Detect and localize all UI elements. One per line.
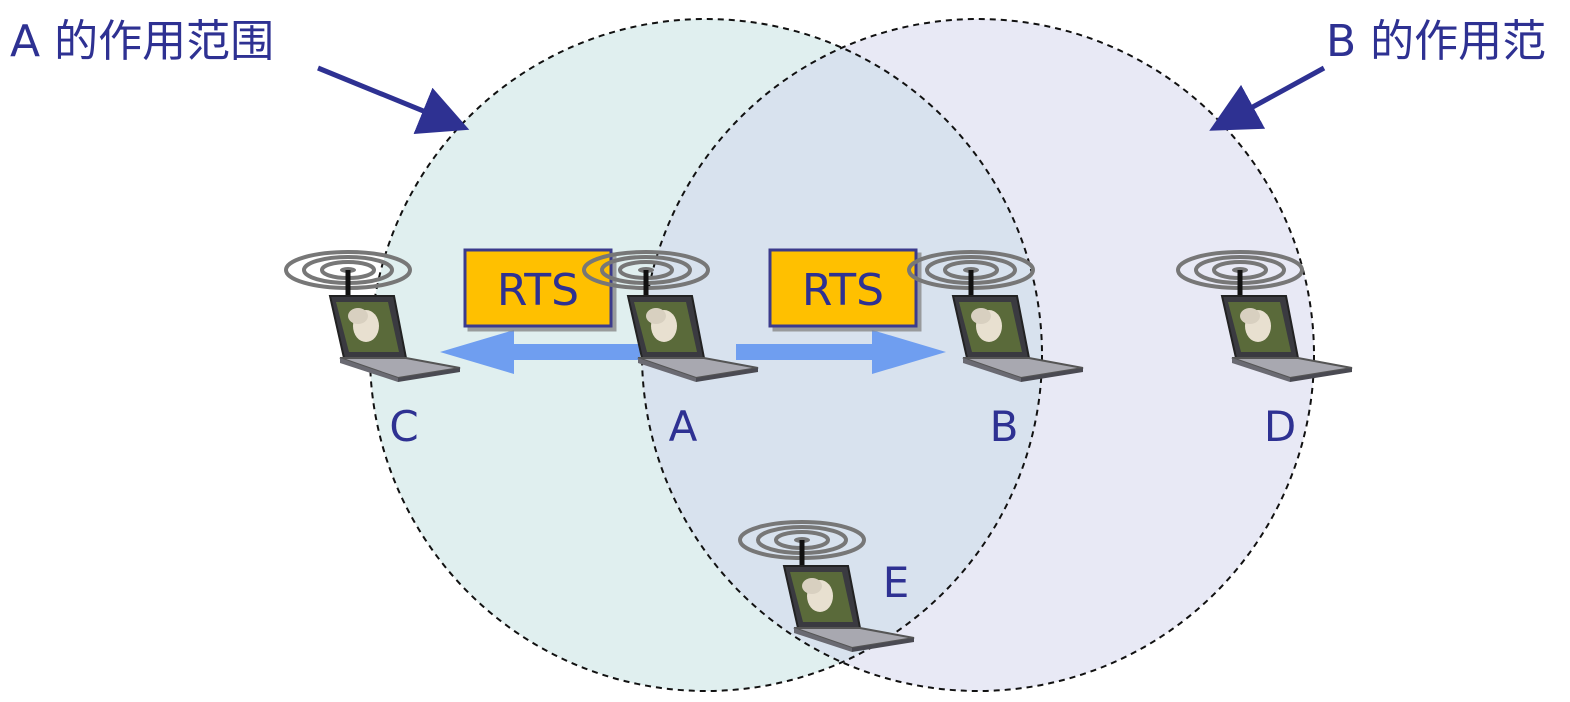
- range-b-border: [641, 18, 1315, 692]
- range-a-border: [369, 18, 1043, 692]
- rts-label-left: RTS: [497, 265, 579, 316]
- rts-arrow-left: [440, 330, 640, 374]
- station-d: D: [1178, 252, 1352, 451]
- station-b-label: B: [990, 402, 1019, 451]
- station-c-label: C: [389, 402, 418, 451]
- station-c: C: [286, 252, 460, 451]
- station-e: E: [740, 522, 914, 652]
- rts-frame-right: RTS: [768, 248, 918, 328]
- station-e-label: E: [883, 558, 910, 607]
- station-a-label: A: [669, 402, 698, 451]
- rts-label-right: RTS: [802, 265, 884, 316]
- rts-arrow-right: [736, 330, 946, 374]
- range-b-pointer: [1209, 65, 1326, 131]
- rts-frame-left: RTS: [463, 248, 613, 328]
- range-a-pointer: [317, 65, 470, 135]
- station-d-label: D: [1264, 402, 1296, 451]
- station-b: B: [909, 252, 1083, 451]
- station-a: A: [584, 252, 758, 451]
- range-a-label: A 的作用范围: [10, 16, 274, 67]
- range-b-label: B 的作用范: [1326, 16, 1546, 67]
